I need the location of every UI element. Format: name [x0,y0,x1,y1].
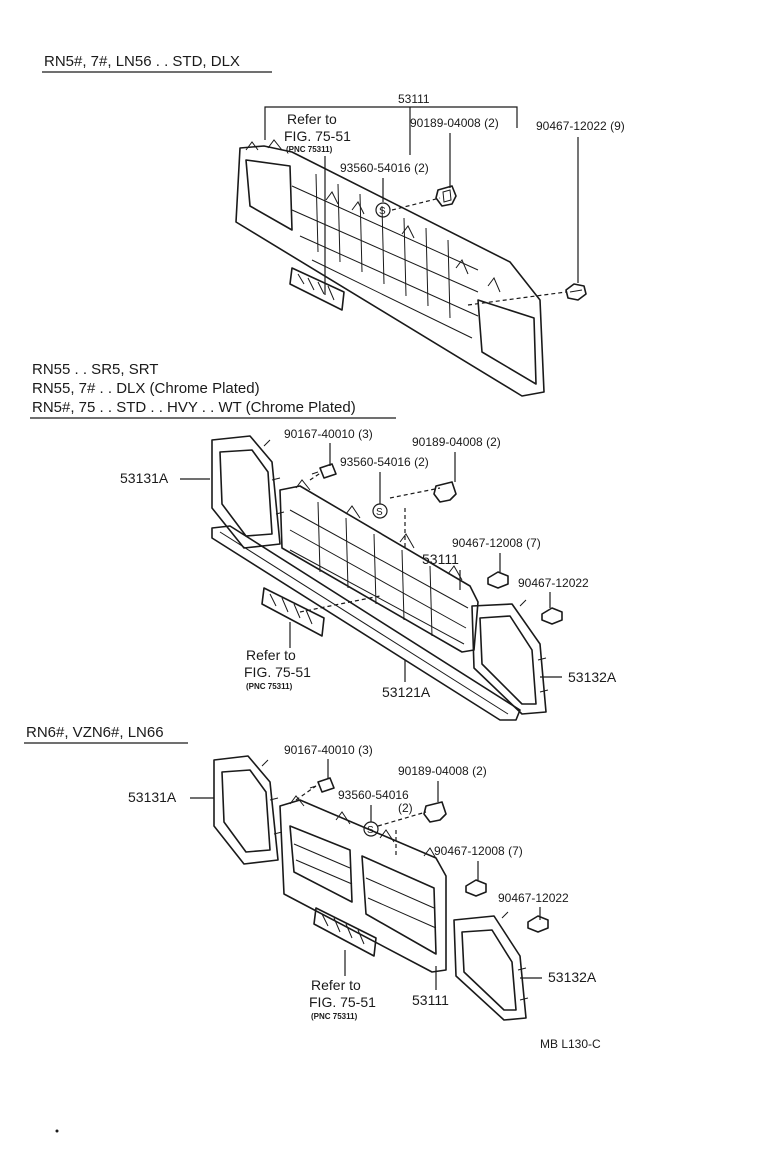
toyota-emblem [313,907,377,957]
part-number-90467: 90467-12022 [518,576,589,590]
part-number-90467-7: 90467-12008 (7) [434,844,523,858]
s-symbol-icon [372,503,388,519]
leader-53111-bracket [264,106,518,140]
part-number-90189: 90189-04008 (2) [410,116,499,130]
dashed-leader-clip [389,487,441,499]
part-number-53131A: 53131A [120,470,169,486]
section-1: RN5#, 7#, LN56 . . STD, DLX 53111 90189-… [42,53,625,397]
part-number-93560: 93560-54016 [338,788,409,802]
headlamp-door-53131A [213,755,283,865]
dashed-leader-screw [309,471,323,481]
part-number-53111: 53111 [412,992,449,1008]
part-number-53111: 53111 [398,92,430,106]
retainer-icon [527,915,549,933]
figure-code: MB L130-C [540,1037,601,1051]
grille-53111-std [235,139,545,397]
pnc-reference: (PNC 75311) [311,1012,358,1021]
figure-reference: FIG. 75-51 [309,994,376,1010]
pnc-reference: (PNC 75311) [286,145,333,154]
part-number-93560: 93560-54016 (2) [340,161,429,175]
headlamp-door-53131A [211,435,285,549]
part-number-90189: 90189-04008 (2) [412,435,501,449]
part-number-93560: 93560-54016 (2) [340,455,429,469]
grille-53111-rn6 [279,795,447,973]
part-number-90189: 90189-04008 (2) [398,764,487,778]
section-3-header: RN6#, VZN6#, LN66 [26,724,164,741]
part-number-53132A: 53132A [568,669,617,685]
refer-to-label: Refer to [246,647,296,663]
part-number-53121A: 53121A [382,684,431,700]
clip-icon [433,481,457,503]
part-number-90467-7: 90467-12008 (7) [452,536,541,550]
figure-reference: FIG. 75-51 [244,664,311,680]
s-symbol-icon [375,202,391,218]
s-symbol-text: S [376,507,383,518]
part-number-90167: 90167-40010 (3) [284,743,373,757]
dashed-leader-screw [295,785,317,801]
section-1-header: RN5#, 7#, LN56 . . STD, DLX [44,53,240,70]
part-number-90467: 90467-12022 [498,891,569,905]
headlamp-door-53132A [471,599,549,715]
speck-mark [55,1129,59,1133]
grille-53111-chrome [279,479,479,653]
section-3: RN6#, VZN6#, LN66 90167-40010 (3) 90189-… [24,724,597,1021]
section-2-header-line-3: RN5#, 75 . . STD . . HVY . . WT (Chrome … [32,399,356,416]
clip-icon [435,185,457,207]
dashed-leader-retainer [467,291,567,306]
retainer-icon [541,607,563,625]
lower-molding-53121A [211,525,521,721]
part-number-90467-9: 90467-12022 (9) [536,119,625,133]
part-number-53111: 53111 [422,551,459,567]
part-number-53132A: 53132A [548,969,597,985]
retainer-7-icon [487,571,509,589]
part-number-93560-qty: (2) [398,801,413,815]
dashed-leader-clip [391,197,441,211]
retainer-7-icon [465,879,487,897]
refer-to-label: Refer to [287,111,337,127]
headlamp-door-53132A [453,911,529,1021]
part-number-90167: 90167-40010 (3) [284,427,373,441]
toyota-emblem [289,267,345,311]
figure-reference: FIG. 75-51 [284,128,351,144]
screw-icon [309,777,335,793]
pnc-reference: (PNC 75311) [246,682,293,691]
toyota-emblem [261,587,325,637]
dashed-leader-clip [377,811,427,827]
section-2-header-line-2: RN55, 7# . . DLX (Chrome Plated) [32,380,260,397]
part-number-53131A: 53131A [128,789,177,805]
s-symbol-icon [363,821,379,837]
clip-icon [423,801,447,823]
refer-to-label: Refer to [311,977,361,993]
section-2-header-line-1: RN55 . . SR5, SRT [32,361,158,378]
section-2: RN55 . . SR5, SRT RN55, 7# . . DLX (Chro… [30,361,617,721]
screw-icon [311,463,337,479]
retainer-icon [565,283,587,301]
